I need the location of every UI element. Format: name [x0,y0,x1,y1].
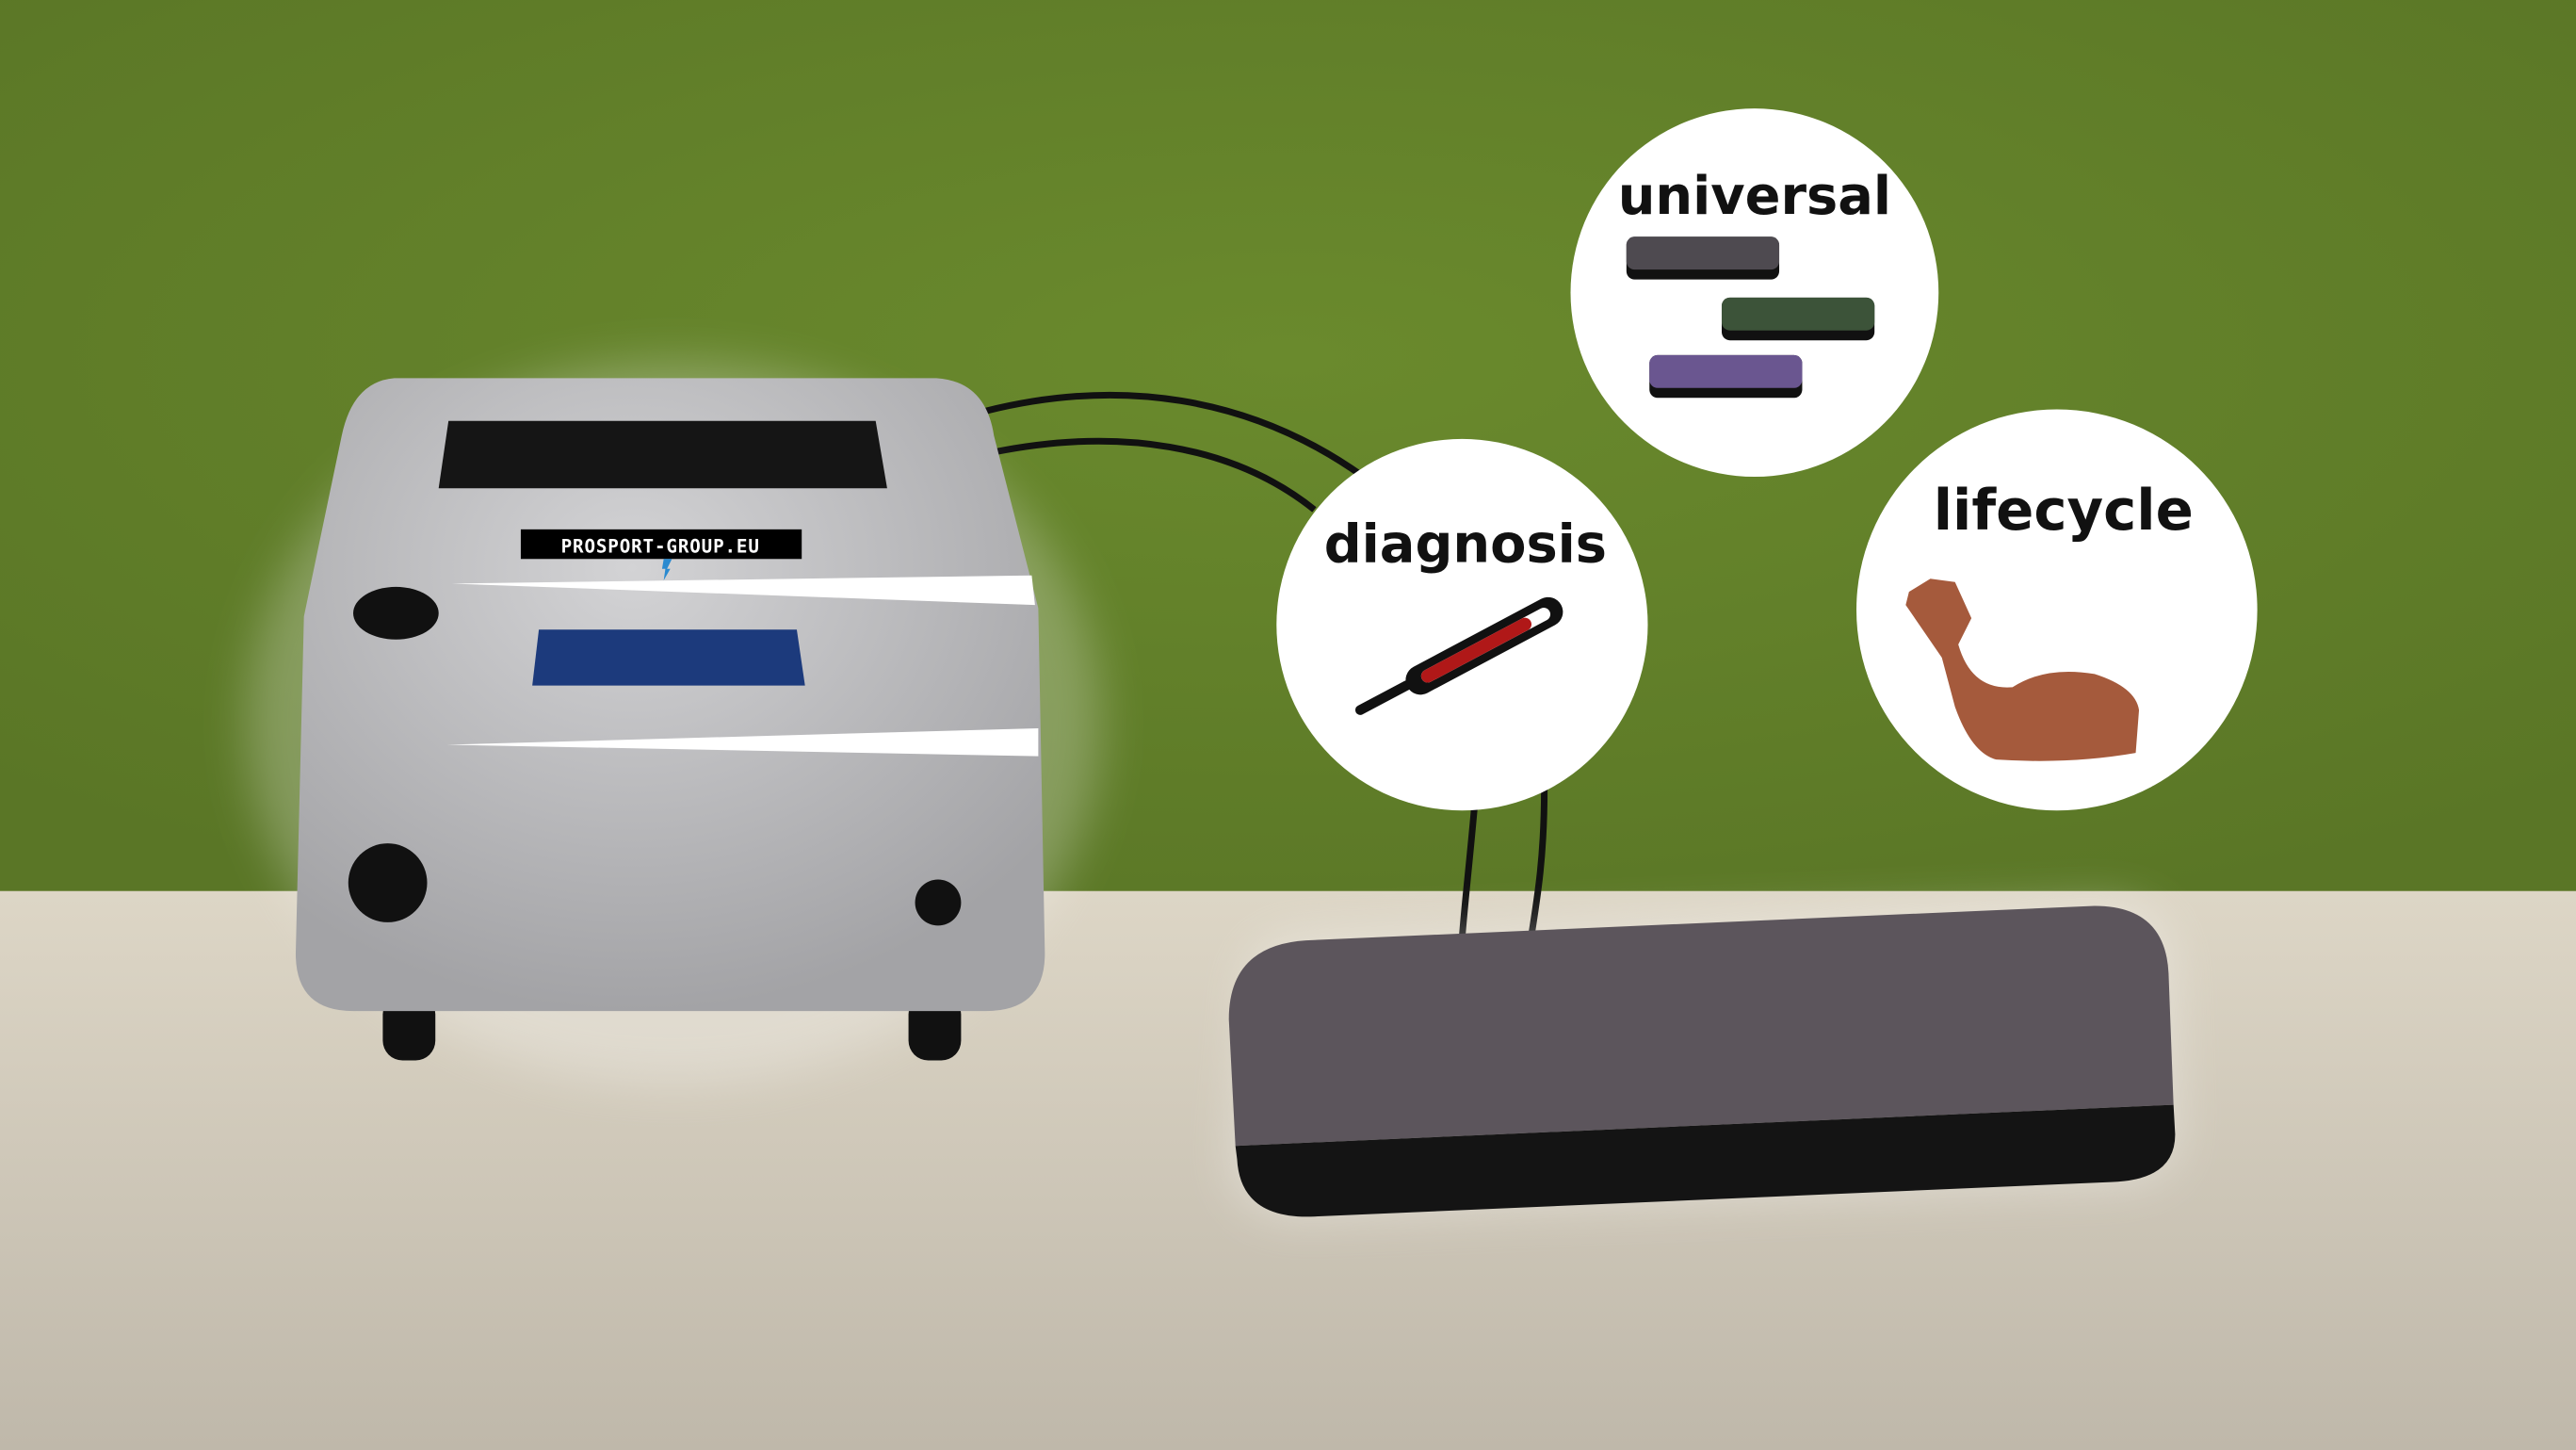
colored-bars-icon [1626,236,1875,399]
bubble-label: diagnosis [1324,514,1607,576]
display-screen [532,629,805,686]
cables [984,391,1548,938]
bubble-universal: universal [1570,108,1939,478]
top-slot [438,420,887,489]
logo-plate [520,529,802,560]
bubble-label: lifecycle [1934,478,2194,543]
flexed-biceps-icon [1905,578,2140,761]
ems-machine: PROSPORT-GROUP.EU [246,361,1101,1085]
knob-left[interactable] [353,586,439,640]
electrode-pad [1228,904,2178,1217]
bubble-lifecycle: lifecycle [1856,409,2258,811]
logo-text: PROSPORT-GROUP.EU [561,535,760,557]
port-large[interactable] [348,843,428,922]
bubble-label: universal [1618,166,1891,227]
lightning-icon [661,559,672,580]
port-small[interactable] [915,879,962,926]
bubble-diagnosis: diagnosis [1276,438,1648,811]
thermometer-icon [1354,596,1563,715]
